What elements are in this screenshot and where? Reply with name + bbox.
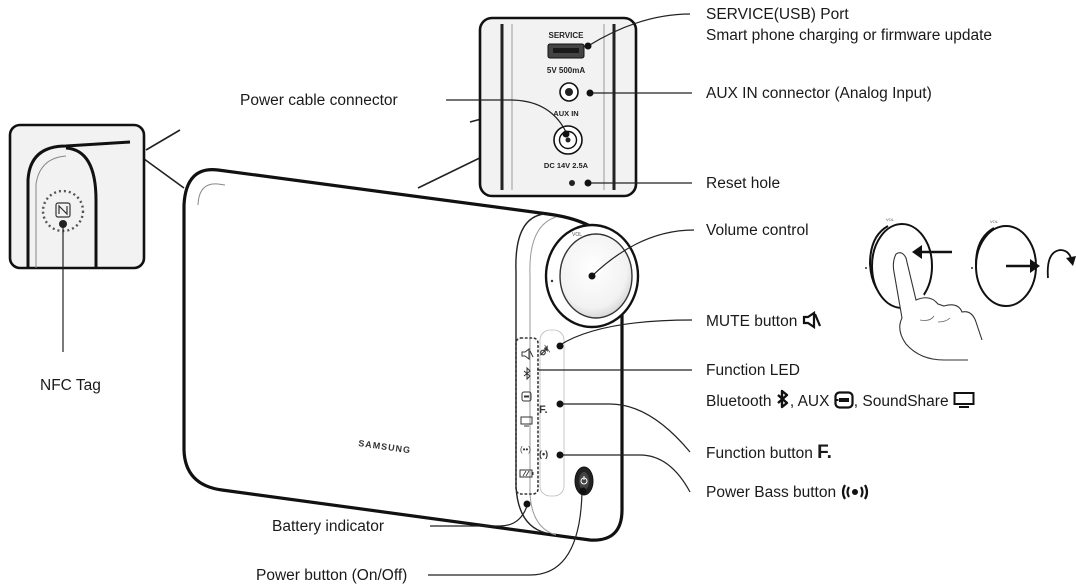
power-button-device[interactable] [574,466,594,496]
mute-button-label: MUTE button [706,310,822,334]
service-rating: 5V 500mA [547,66,585,75]
led-aux-icon [521,391,532,402]
speaker-body [182,168,624,542]
knob-operation-illustration: VOL VOL [865,217,1076,361]
speaker-mute-icon [802,310,822,334]
mute-button-glyph: ⌀ [540,347,546,358]
led-waves-icon: (••) [520,445,531,454]
led-battery-icon [519,469,534,478]
svg-text:VOL: VOL [990,219,999,224]
nfc-tag-label: NFC Tag [40,377,101,394]
function-button-label: Function button F. [706,442,832,463]
nfc-zoom-panel [8,123,185,352]
rotate-arrow-icon [1046,249,1076,279]
radio-waves-icon [840,484,870,505]
power-cable-connector-label: Power cable connector [240,92,398,109]
reset-hole[interactable] [569,180,575,186]
service-label: SERVICE [549,31,585,40]
svg-text:🔇︎: 🔇︎ [544,343,551,355]
power-bass-button-device[interactable]: (•) [539,449,548,459]
service-port-desc: Smart phone charging or firmware update [706,27,993,44]
function-led-column: (••) [515,337,539,495]
bluetooth-icon [776,389,790,414]
tv-icon [953,391,975,414]
svg-text:VOL: VOL [886,217,895,222]
function-button-device[interactable]: F. [539,404,548,416]
power-bass-button-label: Power Bass button [706,483,870,505]
aux-in-connector-label: AUX IN connector (Analog Input) [706,85,932,102]
battery-indicator-label: Battery indicator [272,518,384,535]
svg-text:VOL: VOL [572,232,582,238]
function-led-modes: Bluetooth , AUX , SoundShare [706,389,975,414]
dc-power-jack[interactable] [553,125,583,155]
mute-button-device[interactable]: 🔇︎ [544,343,551,355]
led-bluetooth-icon [523,366,531,381]
led-tv-icon [520,416,533,427]
aux-in-label: AUX IN [553,109,578,118]
reset-hole-label: Reset hole [706,175,781,192]
callout-lines [428,13,695,576]
function-button-glyph: F. [817,442,832,463]
dc-rating-label: DC 14V 2.5A [544,161,589,170]
aux-in-jack[interactable] [559,82,579,102]
port-panel: SERVICE 5V 500mA AUX IN DC 14V 2.5A [417,16,638,198]
led-mute-icon [521,348,534,360]
volume-control-label: Volume control [706,222,809,239]
power-button-label: Power button (On/Off) [256,567,408,584]
aux-plug-icon [834,391,854,414]
nfc-n-icon [55,202,71,218]
function-led-label: Function LED [706,362,800,379]
service-port-label: SERVICE(USB) Port [706,6,849,23]
